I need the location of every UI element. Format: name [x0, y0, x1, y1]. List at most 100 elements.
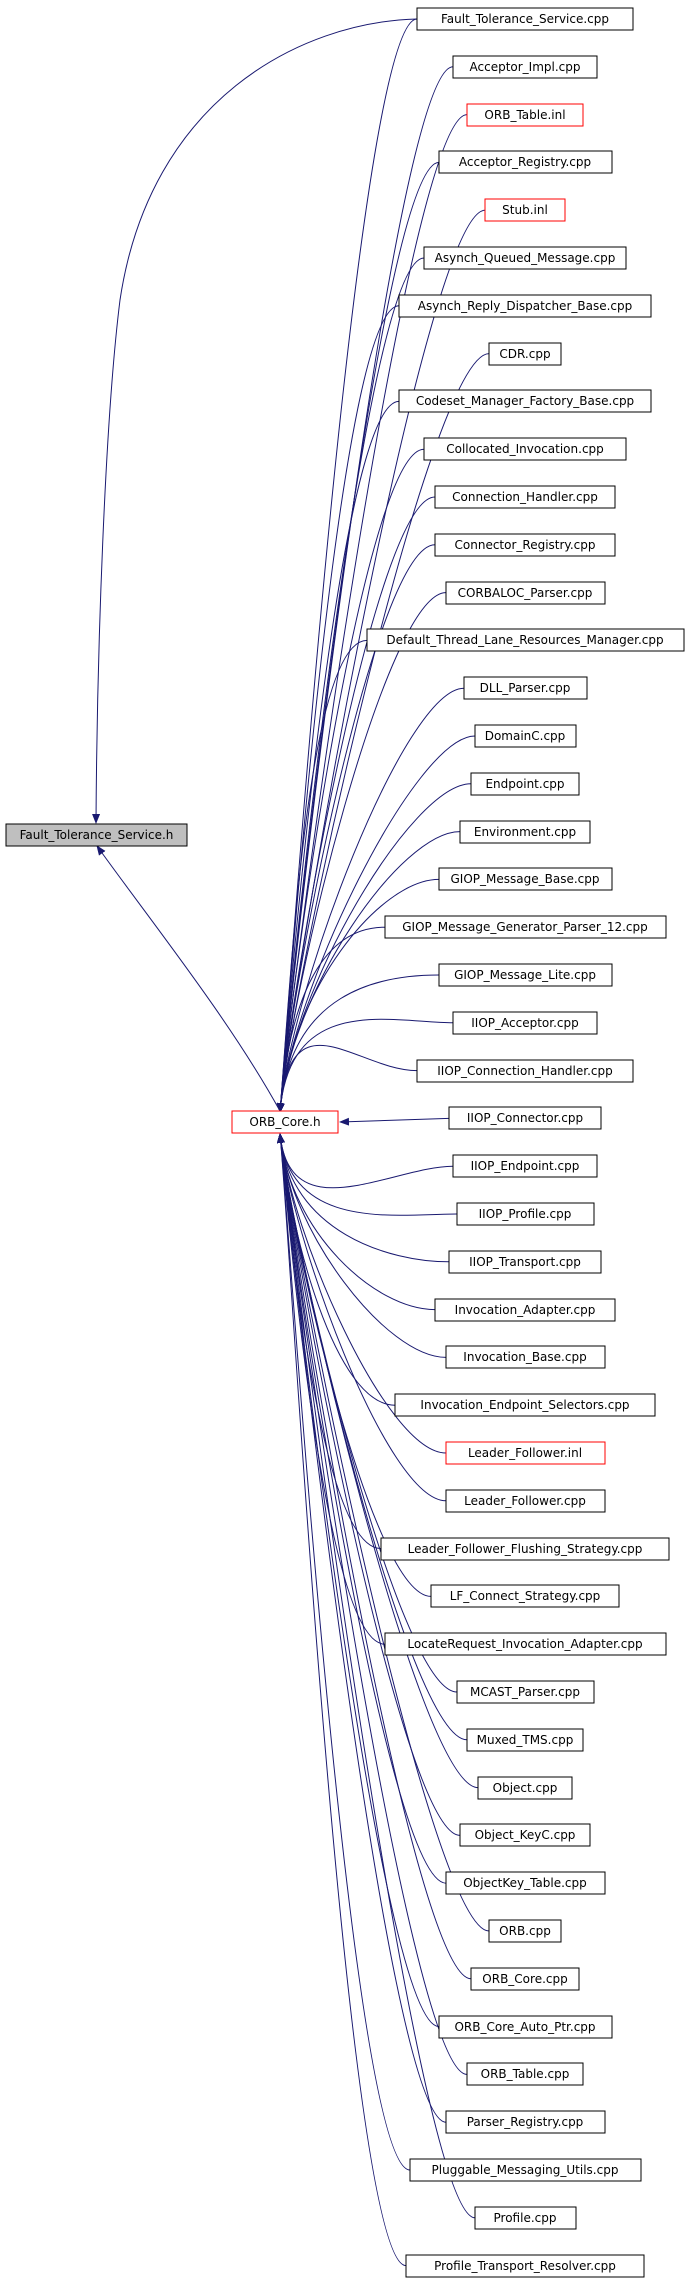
file-node-label: CDR.cpp	[499, 347, 550, 361]
file-node-label: GIOP_Message_Generator_Parser_12.cpp	[402, 920, 648, 934]
file-node-box	[434, 1298, 616, 1322]
file-node-box	[452, 55, 598, 79]
file-node-label: Muxed_TMS.cpp	[477, 1733, 574, 1747]
file-node-box	[394, 1393, 656, 1417]
file-node-box	[448, 1106, 602, 1130]
file-node-environment-cpp[interactable]: Environment.cpp	[459, 820, 591, 844]
file-node-box	[470, 1967, 580, 1991]
file-node-box	[438, 963, 613, 987]
file-node-label: Leader_Follower.cpp	[464, 1494, 586, 1508]
file-node-label: LocateRequest_Invocation_Adapter.cpp	[407, 1637, 642, 1651]
file-node-domainc-cpp[interactable]: DomainC.cpp	[474, 724, 577, 748]
edge-dll-parser-cpp-to-orb-core-h	[276, 687, 465, 1113]
file-node-codeset-manager-factory-base-cpp[interactable]: Codeset_Manager_Factory_Base.cpp	[398, 389, 652, 413]
file-node-label: Fault_Tolerance_Service.cpp	[441, 12, 609, 26]
file-node-collocated-invocation-cpp[interactable]: Collocated_Invocation.cpp	[423, 437, 627, 461]
file-node-label: ORB_Table.cpp	[481, 2067, 570, 2081]
file-node-label: Connection_Handler.cpp	[452, 490, 598, 504]
file-node-label: IIOP_Endpoint.cpp	[471, 1159, 580, 1173]
file-node-stub-inl[interactable]: Stub.inl	[484, 198, 566, 222]
file-node-acceptor-registry-cpp[interactable]: Acceptor_Registry.cpp	[438, 150, 613, 174]
file-node-box	[445, 1871, 606, 1895]
file-node-asynch-reply-dispatcher-base-cpp[interactable]: Asynch_Reply_Dispatcher_Base.cpp	[398, 294, 652, 318]
file-node-lf-connect-strategy-cpp[interactable]: LF_Connect_Strategy.cpp	[430, 1584, 620, 1608]
focus-node-label: Fault_Tolerance_Service.h	[20, 828, 174, 842]
file-node-object-cpp[interactable]: Object.cpp	[477, 1776, 573, 1800]
file-node-label: Asynch_Queued_Message.cpp	[435, 251, 616, 265]
file-node-box	[416, 7, 634, 31]
file-node-label: GIOP_Message_Lite.cpp	[454, 968, 596, 982]
file-node-box	[438, 2015, 613, 2039]
file-node-label: Leader_Follower.inl	[468, 1446, 582, 1460]
file-node-objectkey-table-cpp[interactable]: ObjectKey_Table.cpp	[445, 1871, 606, 1895]
file-node-cdr-cpp[interactable]: CDR.cpp	[488, 342, 562, 366]
file-node-iiop-connection-handler-cpp[interactable]: IIOP_Connection_Handler.cpp	[416, 1059, 634, 1083]
file-node-object-keyc-cpp[interactable]: Object_KeyC.cpp	[459, 1823, 591, 1847]
focus-node[interactable]: Fault_Tolerance_Service.h	[5, 823, 188, 847]
file-node-connection-handler-cpp[interactable]: Connection_Handler.cpp	[434, 485, 616, 509]
file-node-iiop-endpoint-cpp[interactable]: IIOP_Endpoint.cpp	[452, 1154, 598, 1178]
edge-object-cpp-to-orb-core-h	[276, 1133, 479, 1789]
file-node-invocation-endpoint-selectors-cpp[interactable]: Invocation_Endpoint_Selectors.cpp	[394, 1393, 656, 1417]
file-node-giop-message-base-cpp[interactable]: GIOP_Message_Base.cpp	[438, 867, 613, 891]
file-node-endpoint-cpp[interactable]: Endpoint.cpp	[470, 772, 580, 796]
file-node-profile-cpp[interactable]: Profile.cpp	[474, 2206, 577, 2230]
file-node-corbaloc-parser-cpp[interactable]: CORBALOC_Parser.cpp	[445, 581, 606, 605]
file-node-label: Profile.cpp	[494, 2211, 557, 2225]
edge-asynch-queued-message-cpp-to-orb-core-h	[276, 257, 425, 1113]
edge-object-keyc-cpp-to-orb-core-h	[276, 1133, 461, 1836]
file-node-locaterequest-invocation-adapter-cpp[interactable]: LocateRequest_Invocation_Adapter.cpp	[384, 1632, 667, 1656]
file-node-orb-cpp[interactable]: ORB.cpp	[488, 1919, 562, 1943]
file-node-label: Parser_Registry.cpp	[467, 2115, 584, 2129]
edge-fault-tolerance-service-cpp-to-fault-tolerance-service-h	[92, 18, 418, 824]
file-node-orb-table-inl[interactable]: ORB_Table.inl	[466, 103, 584, 127]
file-node-box	[416, 1059, 634, 1083]
file-node-box	[380, 1537, 670, 1561]
file-node-label: ORB_Core.cpp	[482, 1972, 567, 1986]
file-node-orb-core-auto-ptr-cpp[interactable]: ORB_Core_Auto_Ptr.cpp	[438, 2015, 613, 2039]
file-node-asynch-queued-message-cpp[interactable]: Asynch_Queued_Message.cpp	[423, 246, 627, 270]
file-node-box	[405, 2254, 645, 2278]
edge-iiop-acceptor-cpp-to-orb-core-h	[276, 1018, 454, 1113]
file-node-invocation-adapter-cpp[interactable]: Invocation_Adapter.cpp	[434, 1298, 616, 1322]
file-node-orb-table-cpp[interactable]: ORB_Table.cpp	[466, 2062, 584, 2086]
file-node-box	[409, 2158, 642, 2182]
file-node-box	[398, 294, 652, 318]
file-node-box	[463, 676, 588, 700]
file-node-pluggable-messaging-utils-cpp[interactable]: Pluggable_Messaging_Utils.cpp	[409, 2158, 642, 2182]
file-node-box	[398, 389, 652, 413]
edge-iiop-profile-cpp-to-orb-core-h	[276, 1133, 458, 1216]
file-node-orb-core-cpp[interactable]: ORB_Core.cpp	[470, 1967, 580, 1991]
file-node-label: Acceptor_Impl.cpp	[470, 60, 581, 74]
file-node-iiop-acceptor-cpp[interactable]: IIOP_Acceptor.cpp	[452, 1011, 598, 1035]
hub-node-box	[231, 1110, 339, 1134]
file-node-default-thread-lane-resources-manager-cpp[interactable]: Default_Thread_Lane_Resources_Manager.cp…	[366, 628, 685, 652]
file-node-muxed-tms-cpp[interactable]: Muxed_TMS.cpp	[466, 1728, 584, 1752]
file-node-box	[423, 437, 627, 461]
file-node-leader-follower-inl[interactable]: Leader_Follower.inl	[445, 1441, 606, 1465]
file-node-box	[474, 724, 577, 748]
hub-node[interactable]: ORB_Core.h	[231, 1110, 339, 1134]
file-node-fault-tolerance-service-cpp[interactable]: Fault_Tolerance_Service.cpp	[416, 7, 634, 31]
file-node-invocation-base-cpp[interactable]: Invocation_Base.cpp	[445, 1345, 606, 1369]
file-node-mcast-parser-cpp[interactable]: MCAST_Parser.cpp	[456, 1680, 595, 1704]
file-node-label: IIOP_Transport.cpp	[469, 1255, 581, 1269]
file-node-label: CORBALOC_Parser.cpp	[458, 586, 593, 600]
file-node-profile-transport-resolver-cpp[interactable]: Profile_Transport_Resolver.cpp	[405, 2254, 645, 2278]
file-node-acceptor-impl-cpp[interactable]: Acceptor_Impl.cpp	[452, 55, 598, 79]
file-node-box	[448, 1250, 602, 1274]
file-node-giop-message-generator-parser-12-cpp[interactable]: GIOP_Message_Generator_Parser_12.cpp	[384, 915, 667, 939]
file-node-iiop-transport-cpp[interactable]: IIOP_Transport.cpp	[448, 1250, 602, 1274]
file-node-label: ObjectKey_Table.cpp	[463, 1876, 587, 1890]
file-node-giop-message-lite-cpp[interactable]: GIOP_Message_Lite.cpp	[438, 963, 613, 987]
file-node-dll-parser-cpp[interactable]: DLL_Parser.cpp	[463, 676, 588, 700]
file-node-leader-follower-flushing-strategy-cpp[interactable]: Leader_Follower_Flushing_Strategy.cpp	[380, 1537, 670, 1561]
file-node-iiop-profile-cpp[interactable]: IIOP_Profile.cpp	[456, 1202, 595, 1226]
edge-environment-cpp-to-orb-core-h	[276, 831, 461, 1113]
file-node-parser-registry-cpp[interactable]: Parser_Registry.cpp	[445, 2110, 606, 2134]
edge-orb-table-cpp-to-orb-core-h	[276, 1133, 468, 2075]
file-node-leader-follower-cpp[interactable]: Leader_Follower.cpp	[445, 1489, 606, 1513]
file-node-connector-registry-cpp[interactable]: Connector_Registry.cpp	[434, 533, 616, 557]
file-node-iiop-connector-cpp[interactable]: IIOP_Connector.cpp	[448, 1106, 602, 1130]
file-node-box	[452, 1011, 598, 1035]
